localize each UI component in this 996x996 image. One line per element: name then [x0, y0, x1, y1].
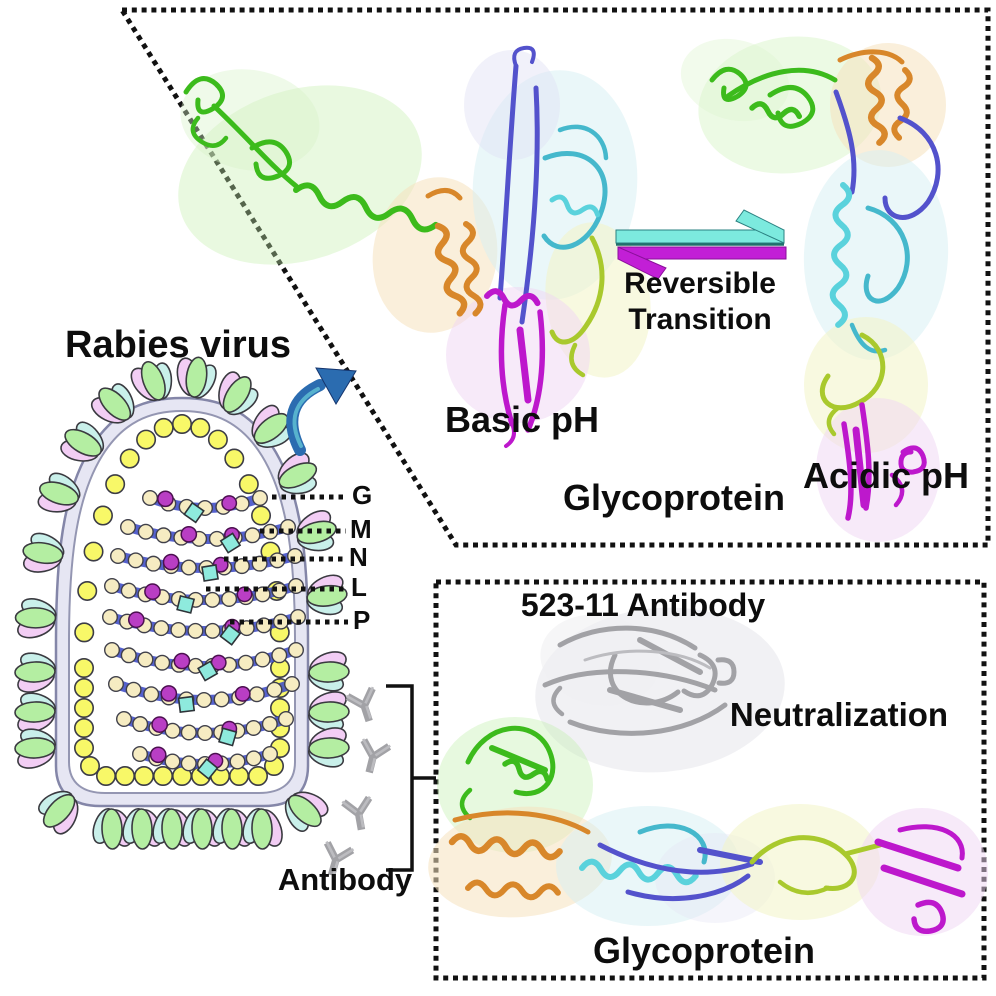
- glycoprotein-spike: [14, 692, 57, 733]
- glycoprotein-top-label: Glycoprotein: [562, 477, 786, 518]
- protein-label-n: N: [349, 542, 368, 572]
- glycoprotein-spike: [14, 598, 57, 639]
- glycoprotein-spike: [38, 790, 79, 835]
- glycoprotein-spike: [218, 371, 259, 416]
- transition-line: Transition: [628, 303, 772, 336]
- antibody-y-icon: [341, 795, 373, 831]
- rabies-virus-illustration: [14, 356, 350, 850]
- antibody-523-11-structure: [535, 607, 785, 773]
- antibody-y-icon: [360, 738, 392, 774]
- antibody-bracket: [386, 684, 436, 872]
- glycoprotein-spike: [242, 807, 283, 850]
- glycoprotein-spike: [296, 510, 337, 552]
- glycoprotein-bottom-label: Glycoprotein: [592, 930, 816, 971]
- glycoprotein-neutralized-structure: [428, 717, 988, 936]
- bottom-panel-border: [433, 579, 987, 981]
- glycoprotein-spike: [22, 532, 65, 573]
- antibody-523-11-title: 523-11 Antibody: [520, 587, 766, 623]
- glycoprotein-spike: [307, 651, 350, 692]
- glycoprotein-spike: [90, 383, 135, 424]
- rabies-virus-label: Rabies virus: [65, 324, 291, 366]
- protein-label-l: L: [351, 572, 367, 602]
- glycoprotein-spike: [130, 360, 173, 402]
- glycoprotein-spike: [14, 652, 57, 693]
- basic-ph-label: Basic pH: [444, 399, 600, 440]
- reversible-line: Reversible: [624, 267, 776, 300]
- antibody-y-icon: [345, 686, 376, 723]
- glycoprotein-spike: [284, 791, 329, 832]
- glycoprotein-spike: [307, 727, 350, 768]
- equilibrium-arrows-icon: [615, 209, 787, 280]
- antibody-label: Antibody: [277, 862, 413, 897]
- protein-label-g: G: [352, 480, 373, 510]
- protein-label-leader-lines: [206, 494, 348, 625]
- neutralization-label: Neutralization: [729, 696, 949, 733]
- glycoprotein-spike: [306, 574, 348, 616]
- antibody-y-icons: [323, 686, 392, 877]
- antibody-y-icon: [323, 840, 355, 877]
- glycoprotein-spike: [14, 728, 57, 769]
- glycoprotein-spike: [277, 452, 318, 495]
- protein-label-m: M: [350, 514, 372, 544]
- zoom-arrow-icon: [286, 367, 357, 456]
- glycoprotein-basic-ph-structure: [178, 45, 651, 448]
- glycoprotein-spike: [182, 807, 223, 850]
- reversible-transition-label: Reversible Transition: [624, 266, 776, 338]
- glycoprotein-spike: [37, 472, 81, 513]
- protein-label-p: P: [353, 605, 371, 635]
- acidic-ph-label: Acidic pH: [802, 455, 970, 496]
- glycoprotein-spike: [251, 404, 292, 448]
- glycoprotein-spike: [307, 691, 350, 732]
- glycoprotein-spike: [176, 356, 217, 399]
- glycoprotein-spike: [60, 421, 105, 462]
- glycoprotein-acidic-ph-structure: [680, 36, 949, 542]
